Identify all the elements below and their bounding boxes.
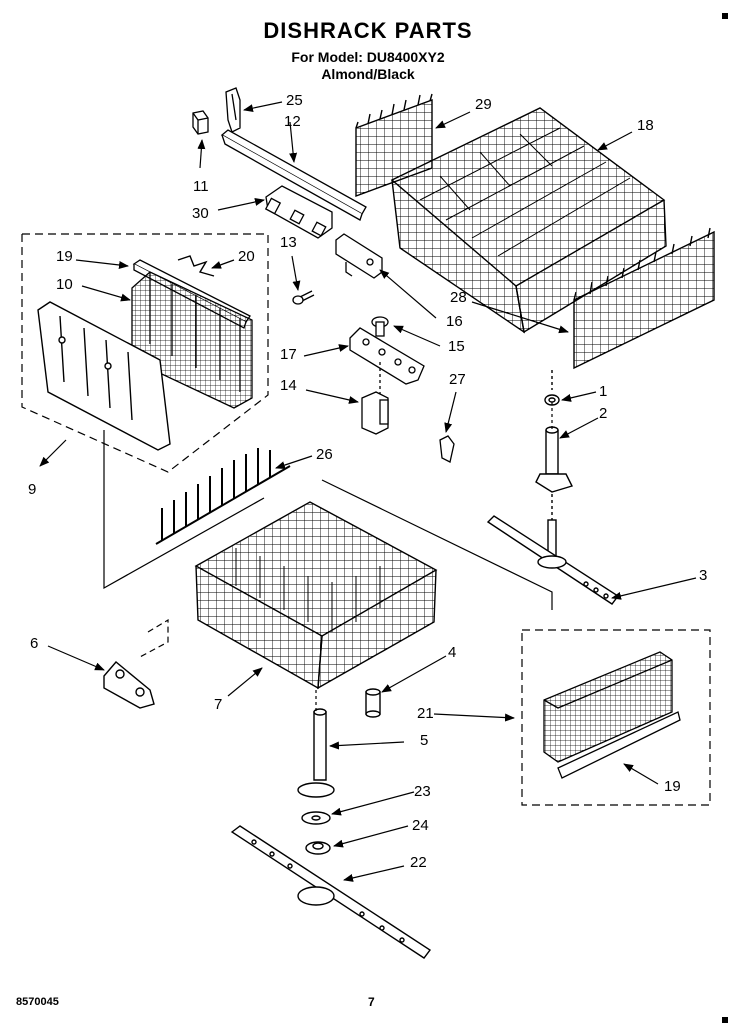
part-20-clip (177, 255, 215, 277)
group-box-9 (21, 233, 269, 473)
part-24-nut (305, 841, 331, 855)
part-9-panel (37, 301, 171, 451)
part-21-basket (543, 651, 673, 763)
callout-20: 20 (238, 248, 255, 265)
part-6-wheel-bracket (103, 661, 155, 709)
callout-13: 13 (280, 234, 297, 251)
part-23-washer (301, 811, 331, 825)
part-25-clip (225, 87, 241, 133)
callout-19-lower: 19 (664, 778, 681, 795)
callout-26: 26 (316, 446, 333, 463)
callout-24: 24 (412, 817, 429, 834)
part-7-lower-rack (194, 501, 438, 690)
callout-27: 27 (449, 371, 466, 388)
part-22-spray-arm (230, 825, 432, 959)
callout-7: 7 (214, 696, 223, 713)
callout-12: 12 (284, 113, 301, 130)
callout-6: 6 (30, 635, 39, 652)
model-line: For Model: DU8400XY2 (291, 49, 445, 65)
part-1-washer (544, 370, 560, 406)
part-18-upper-rack (390, 107, 667, 334)
callout-22: 22 (410, 854, 427, 871)
part-2-tube (535, 426, 573, 493)
part-11-stop (192, 110, 209, 135)
callout-29: 29 (475, 96, 492, 113)
callout-3: 3 (699, 567, 708, 584)
document-number: 8570045 (16, 996, 59, 1008)
callout-21: 21 (417, 705, 434, 722)
part-27-clip (439, 435, 455, 463)
callout-4: 4 (448, 644, 457, 661)
callout-18: 18 (637, 117, 654, 134)
leader-arrows (39, 101, 697, 882)
part-19-strip-lower (557, 711, 681, 779)
part-5-tube (297, 708, 335, 798)
part-12-track (220, 129, 367, 221)
callout-5: 5 (420, 732, 429, 749)
callout-16: 16 (446, 313, 463, 330)
assembly-lines (103, 402, 553, 712)
part-13-screw (292, 290, 315, 305)
callout-14: 14 (280, 377, 297, 394)
callout-28: 28 (450, 289, 467, 306)
callout-2: 2 (599, 405, 608, 422)
group-box-21 (521, 629, 711, 806)
corner-mark-top-right (722, 13, 728, 19)
part-4-bushing (365, 688, 381, 718)
callout-1: 1 (599, 383, 608, 400)
part-15-knob (371, 316, 389, 337)
callout-25: 25 (286, 92, 303, 109)
callout-10: 10 (56, 276, 73, 293)
callout-15: 15 (448, 338, 465, 355)
callout-9: 9 (28, 481, 37, 498)
part-3-spray-arm (486, 494, 620, 605)
color-line: Almond/Black (321, 66, 415, 82)
part-17-bracket (349, 327, 425, 385)
part-30-roller-bracket (264, 185, 333, 239)
callout-17: 17 (280, 346, 297, 363)
part-26-tines (155, 448, 291, 545)
part-14-roller (361, 362, 389, 435)
part-16-plate (335, 233, 383, 279)
page-number: 7 (368, 995, 375, 1009)
callout-30: 30 (192, 205, 209, 222)
page-title: DISHRACK PARTS (263, 18, 473, 43)
corner-mark-bottom-right (722, 1017, 728, 1023)
callout-19-upper: 19 (56, 248, 73, 265)
part-28-rack-side (573, 227, 715, 370)
callout-23: 23 (414, 783, 431, 800)
callout-11: 11 (193, 178, 209, 195)
